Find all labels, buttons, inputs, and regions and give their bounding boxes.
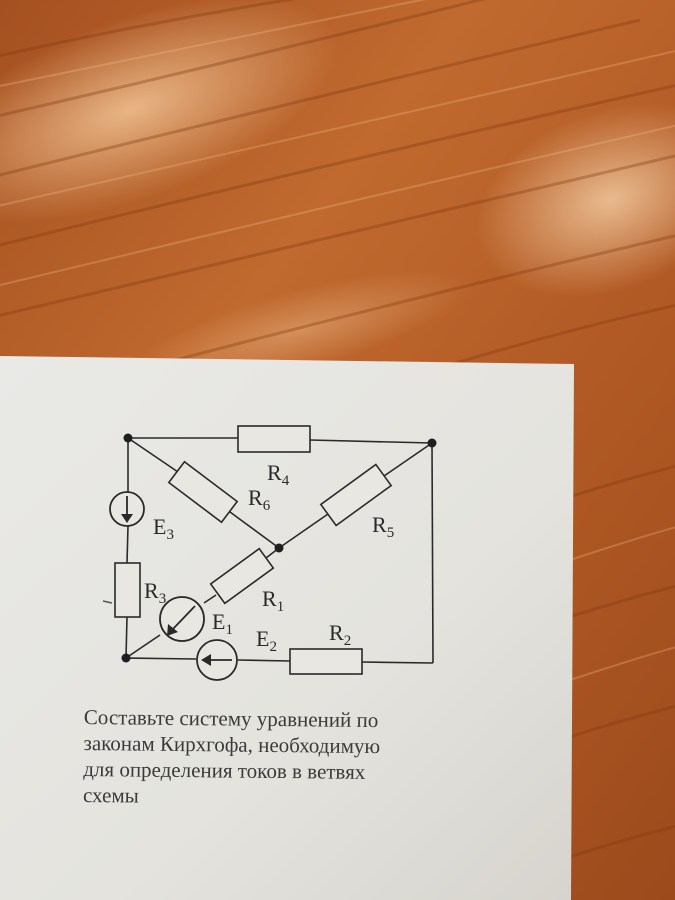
label-r1: R1	[262, 586, 284, 615]
label-r2: R2	[329, 620, 351, 649]
paper-sheet	[0, 356, 574, 900]
component-labels: R4 R6 R5 E3 R3 R1 E1 E2 R2	[144, 460, 394, 655]
voltage-source-e1	[159, 596, 205, 642]
caption-line: для определения токов в ветвях	[83, 756, 366, 784]
voltage-source-e3	[109, 491, 145, 527]
label-r5: R5	[372, 512, 394, 541]
node-center	[274, 543, 284, 553]
caption-line: схемы	[82, 782, 139, 808]
resistor-r2	[289, 648, 363, 675]
label-e1: E1	[212, 609, 233, 638]
label-r3: R3	[144, 578, 166, 607]
pencil-mark	[102, 600, 113, 604]
voltage-source-e2	[196, 639, 238, 681]
node-top-right	[427, 438, 437, 448]
task-caption: Составьте систему уравнений по законам К…	[83, 704, 484, 812]
circuit-nodes	[121, 433, 437, 663]
resistor-r1	[209, 547, 275, 605]
resistor-r4	[237, 425, 311, 453]
label-e3: E3	[153, 514, 174, 543]
resistor-r6	[167, 460, 239, 524]
resistor-r5	[319, 463, 393, 527]
label-e2: E2	[256, 626, 277, 655]
label-r6: R6	[248, 485, 271, 514]
circuit-diagram	[125, 437, 434, 664]
resistor-r3	[114, 562, 141, 618]
node-bottom-left	[121, 653, 131, 663]
label-r4: R4	[267, 460, 290, 489]
node-top-left	[123, 433, 133, 443]
